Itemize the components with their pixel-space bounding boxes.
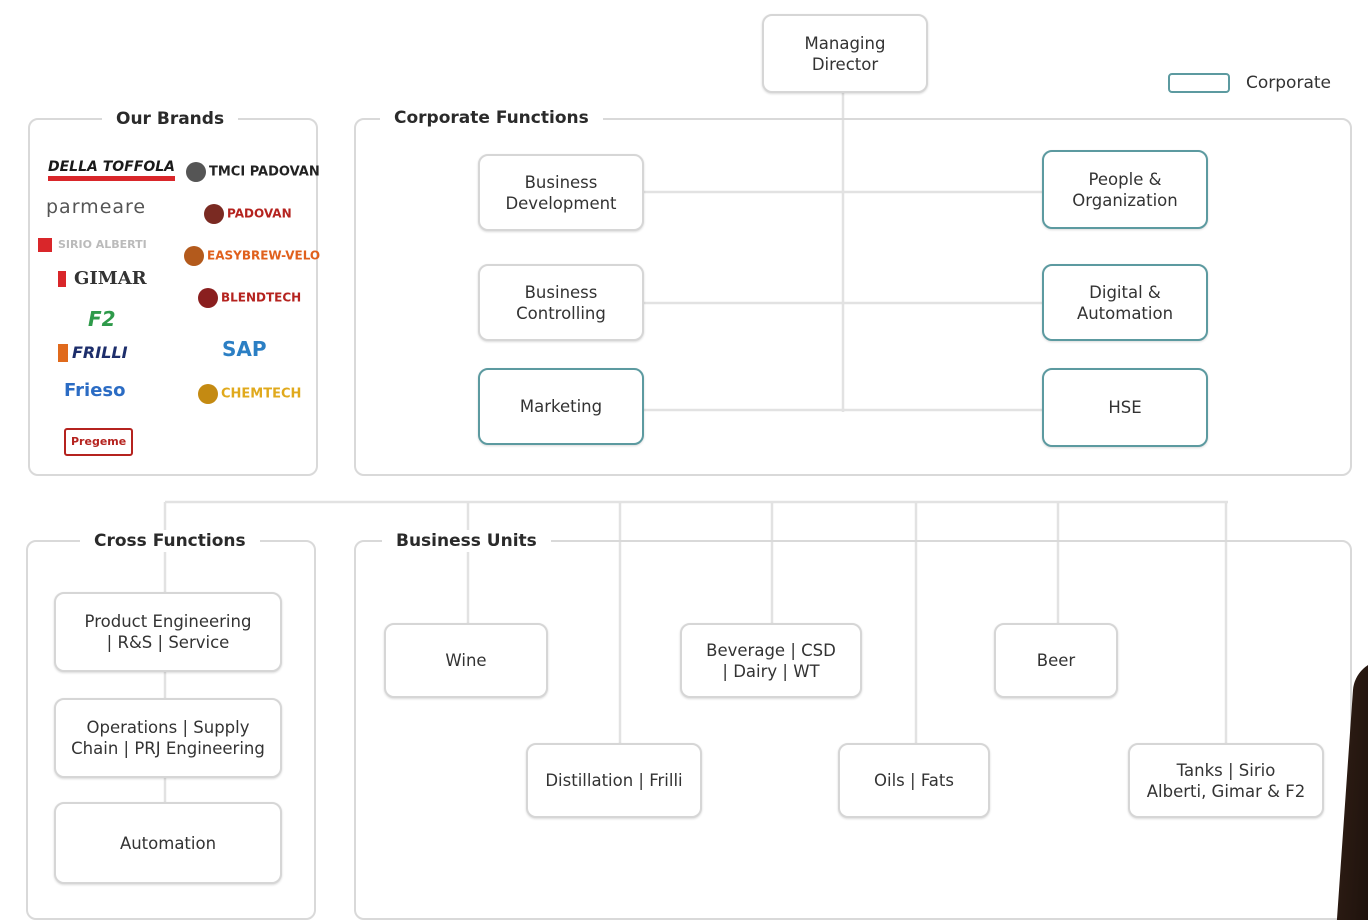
beer-label: Beer [1036, 651, 1076, 670]
brand-logo-padovan: PADOVAN [204, 204, 292, 224]
brand-logo-sap: SAP [222, 337, 267, 361]
brand-logo-della-toffola: DELLA TOFFOLA [48, 158, 175, 181]
cross-functions-title: Cross Functions [80, 530, 260, 552]
operations-supply-chain-box: Operations | Supply Chain | PRJ Engineer… [54, 698, 282, 778]
wine-label: Wine [445, 651, 487, 670]
business-development-box: Business Development [478, 154, 644, 231]
brand-logo-sirio-alberti: SIRIO ALBERTI [38, 236, 147, 254]
marketing-label: Marketing [519, 397, 603, 416]
hse-box: HSE [1042, 368, 1208, 447]
brand-logo-easybrew-velo: EASYBREW-VELO [184, 246, 320, 266]
tanks-sirio-alberti-label: Tanks | Sirio Alberti, Gimar & F2 [1146, 760, 1306, 801]
beverage-csd-dairy-wt-box: Beverage | CSD | Dairy | WT [680, 623, 862, 698]
brand-logo-frilli: FRILLI [58, 344, 128, 362]
managing-director-label: Managing Director [804, 33, 886, 74]
business-development-label: Business Development [505, 172, 617, 213]
easybrew-icon [184, 246, 204, 266]
tmci-icon [186, 162, 206, 182]
oils-fats-label: Oils | Fats [874, 771, 954, 790]
business-controlling-box: Business Controlling [478, 264, 644, 341]
brand-logo-frieso: Frieso [64, 380, 126, 401]
operations-supply-chain-label: Operations | Supply Chain | PRJ Engineer… [71, 718, 265, 758]
product-engineering-label: Product Engineering | R&S | Service [84, 612, 252, 652]
legend-corporate-label: Corporate [1246, 73, 1331, 93]
wine-box: Wine [384, 623, 548, 698]
managing-director-box: Managing Director [762, 14, 928, 93]
business-units-title: Business Units [382, 530, 551, 552]
gimar-icon [58, 271, 66, 287]
people-organization-label: People & Organization [1072, 169, 1178, 210]
tanks-sirio-alberti-box: Tanks | Sirio Alberti, Gimar & F2 [1128, 743, 1324, 818]
brand-logo-parmeare: parmeare [46, 196, 147, 218]
legend-corporate-swatch [1168, 73, 1230, 93]
brand-logo-f2: F2 [88, 307, 116, 331]
product-engineering-box: Product Engineering | R&S | Service [54, 592, 282, 672]
digital-automation-box: Digital & Automation [1042, 264, 1208, 341]
brands-title: Our Brands [102, 108, 239, 130]
digital-automation-label: Digital & Automation [1076, 282, 1174, 323]
business-controlling-label: Business Controlling [516, 282, 606, 323]
corporate-functions-title: Corporate Functions [380, 107, 603, 129]
chemtech-icon [198, 384, 218, 404]
business-units-frame [354, 540, 1352, 920]
beverage-csd-dairy-wt-label: Beverage | CSD | Dairy | WT [706, 640, 836, 681]
blendtech-icon [198, 288, 218, 308]
corporate-functions-frame [354, 118, 1352, 476]
brand-logo-blendtech: BLENDTECH [198, 288, 301, 308]
distillation-frilli-label: Distillation | Frilli [545, 771, 683, 790]
people-organization-box: People & Organization [1042, 150, 1208, 229]
brand-logo-pregeme: Pregeme [64, 428, 134, 456]
distillation-frilli-box: Distillation | Frilli [526, 743, 702, 818]
sirio-icon [38, 238, 52, 252]
brand-logo-chemtech: CHEMTECH [198, 384, 301, 404]
automation-label: Automation [119, 833, 217, 853]
marketing-box: Marketing [478, 368, 644, 445]
brand-logo-tmci-padovan: TMCI PADOVAN [186, 162, 320, 182]
padovan-icon [204, 204, 224, 224]
hse-label: HSE [1108, 398, 1142, 417]
automation-box: Automation [54, 802, 282, 884]
oils-fats-box: Oils | Fats [838, 743, 990, 818]
beer-box: Beer [994, 623, 1118, 698]
brand-logo-gimar: GIMAR [58, 270, 147, 288]
